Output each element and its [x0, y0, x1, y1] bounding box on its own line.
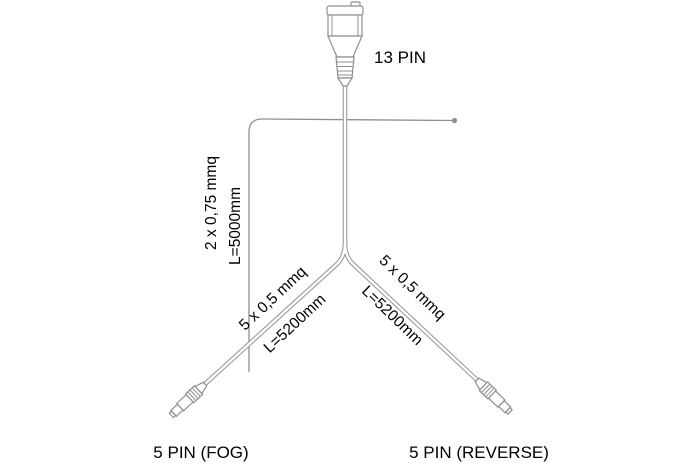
- connector-13pin: [326, 1, 364, 87]
- supply-wire: [248, 117, 458, 372]
- connector-13pin-body: [327, 14, 363, 37]
- reverse-connector-rib: [483, 385, 493, 396]
- connector-13pin-taper: [327, 35, 363, 58]
- connector-13pin-lid: [326, 5, 364, 16]
- label-5pin-reverse: 5 PIN (REVERSE): [409, 443, 549, 462]
- cable-outline: [202, 83, 480, 387]
- supply-wire-terminal-dot: [451, 117, 458, 124]
- label-thin-wire-spec: 2 x 0,75 mmq: [203, 156, 220, 250]
- connector-5pin-reverse: [474, 377, 514, 415]
- label-5pin-fog: 5 PIN (FOG): [153, 443, 248, 462]
- cable-core: [203, 84, 479, 386]
- reverse-connector-rib: [481, 383, 491, 393]
- fog-connector-rib: [187, 391, 197, 402]
- fog-connector-rib: [191, 387, 201, 397]
- connector-13pin-boot: [336, 77, 354, 87]
- reverse-connector-tip: [504, 406, 514, 415]
- main-cable-assembly: [202, 83, 480, 387]
- fog-connector-tip: [168, 410, 177, 419]
- reverse-connector-rib: [485, 387, 495, 398]
- connector-5pin-fog: [168, 381, 208, 419]
- label-thin-wire-length: L=5000mm: [227, 187, 244, 265]
- label-13pin: 13 PIN: [374, 48, 426, 67]
- fog-connector-rib: [189, 389, 199, 399]
- supply-wire-line: [248, 118, 454, 372]
